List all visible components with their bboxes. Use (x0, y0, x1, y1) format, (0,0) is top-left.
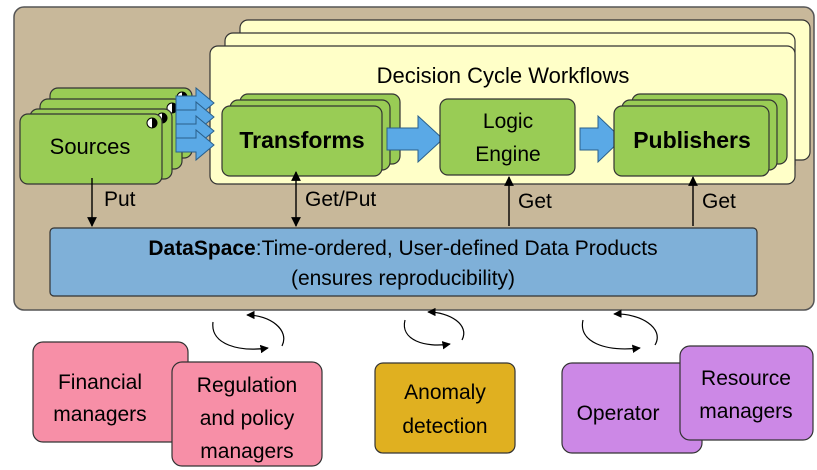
financial-label-line2: managers (53, 403, 146, 426)
publishers-label: Publishers (633, 127, 751, 153)
interaction-arrows (212, 307, 658, 354)
operator-label: Operator (577, 402, 660, 425)
loop-arrow-mid-lower (403, 319, 451, 350)
get-put-label: Get/Put (305, 188, 376, 211)
loop-arrow-right-upper (613, 309, 658, 346)
loop-arrow-right-lower (581, 319, 641, 354)
arrow-transforms-to-logic (386, 114, 444, 164)
regulation-managers-box (171, 361, 323, 467)
dataspace-title-bold: DataSpace (148, 237, 255, 260)
dataspace-title-rest: :Time-ordered, User-defined Data Product… (256, 237, 658, 260)
put-label: Put (104, 188, 136, 211)
fan-arrows (175, 86, 215, 162)
transforms-stack (221, 93, 401, 177)
logic-engine-box (439, 98, 576, 176)
resource-label-line1: Resource (701, 367, 791, 390)
transforms-label: Transforms (239, 127, 364, 153)
regulation-label-line2: and policy (200, 407, 295, 430)
get-publishers-label: Get (702, 190, 736, 213)
logic-engine-label-line1: Logic (483, 110, 533, 133)
loop-arrow-left-upper (246, 310, 285, 347)
regulation-label-line1: Regulation (197, 374, 297, 397)
regulation-label-line3: managers (200, 440, 293, 463)
loop-arrow-mid-upper (427, 307, 465, 341)
resource-managers-box (679, 345, 814, 441)
sources-label: Sources (50, 134, 131, 159)
anomaly-label-line2: detection (402, 415, 487, 438)
anomaly-detection-box (374, 362, 516, 454)
resource-label-line2: managers (699, 400, 792, 423)
logic-engine-label-line2: Engine (475, 143, 540, 166)
sources-stack (19, 87, 193, 185)
publishers-stack (613, 93, 788, 177)
workflow-title: Decision Cycle Workflows (377, 63, 630, 88)
financial-label-line1: Financial (58, 371, 142, 394)
loop-arrow-left-lower (212, 321, 269, 354)
dataspace-line1: DataSpace:Time-ordered, User-defined Dat… (148, 237, 657, 260)
anomaly-label-line1: Anomaly (404, 381, 486, 404)
get-logic-label: Get (518, 190, 552, 213)
dataspace-box (49, 227, 758, 297)
arrow-logic-to-publishers (579, 114, 623, 164)
dataspace-line2: (ensures reproducibility) (291, 267, 515, 290)
